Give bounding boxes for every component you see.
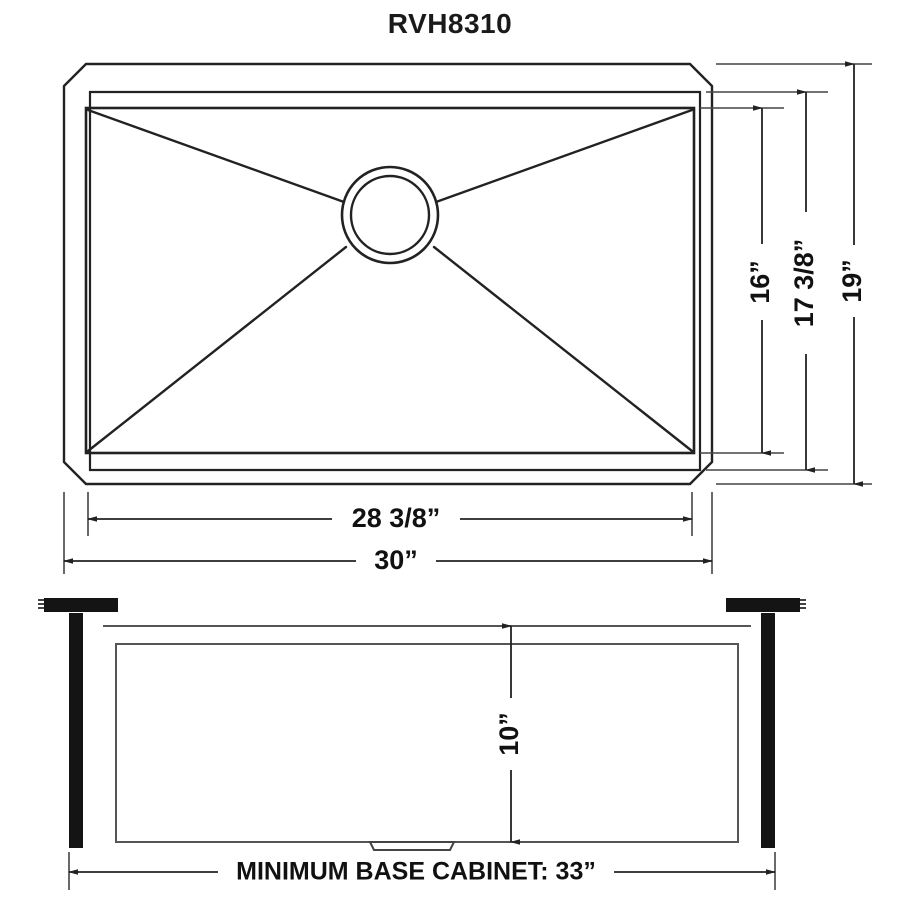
dimension-label-19in: 19” [837,259,867,303]
dimension-label-30in: 30” [374,545,418,575]
sink-top-view [62,62,714,486]
label-mask-19in [840,245,868,317]
label-mask-30in [356,544,436,578]
dimension-label-28-3-8in: 28 3/8” [352,503,441,533]
sink-outer-rim [62,62,714,486]
page-title: RVH8310 [387,8,513,39]
drain-inner-ring [349,174,431,256]
cabinet-wall-right [761,613,775,848]
label-mask-28-3-8in [332,502,460,536]
dimension-label-10in: 10” [494,712,524,756]
label-mask-min-base-cabinet [218,855,614,889]
top-view-vertical-dimensions: 16” 17 3/8” 19” [700,61,872,487]
label-mask-16in [748,244,776,320]
countertop-right [726,598,800,612]
countertop-right-hatch [796,599,806,609]
dimension-label-min-base-cabinet: MINIMUM BASE CABINET: 33” [236,858,596,886]
countertop-left [44,598,118,612]
label-mask-17-3-8in [792,212,820,354]
cabinet-wall-left [69,613,83,848]
dimension-label-17-3-8in: 17 3/8” [789,239,819,328]
drain-outer-ring [340,165,440,265]
basin-slope-lines [86,108,694,453]
label-mask-10in [497,698,525,770]
section-view-dimensions: 10” MINIMUM BASE CABINET: 33” [68,623,776,890]
sink-section-view [38,598,806,851]
dimension-label-16in: 16” [745,260,775,304]
top-view-horizontal-dimensions: 28 3/8” 30” [63,492,713,578]
countertop-left-hatch [38,599,48,609]
section-sink-body [115,643,739,843]
sink-rim-inner-offset [88,90,702,472]
section-drain-boss [368,841,456,851]
sink-basin-opening [84,106,696,455]
